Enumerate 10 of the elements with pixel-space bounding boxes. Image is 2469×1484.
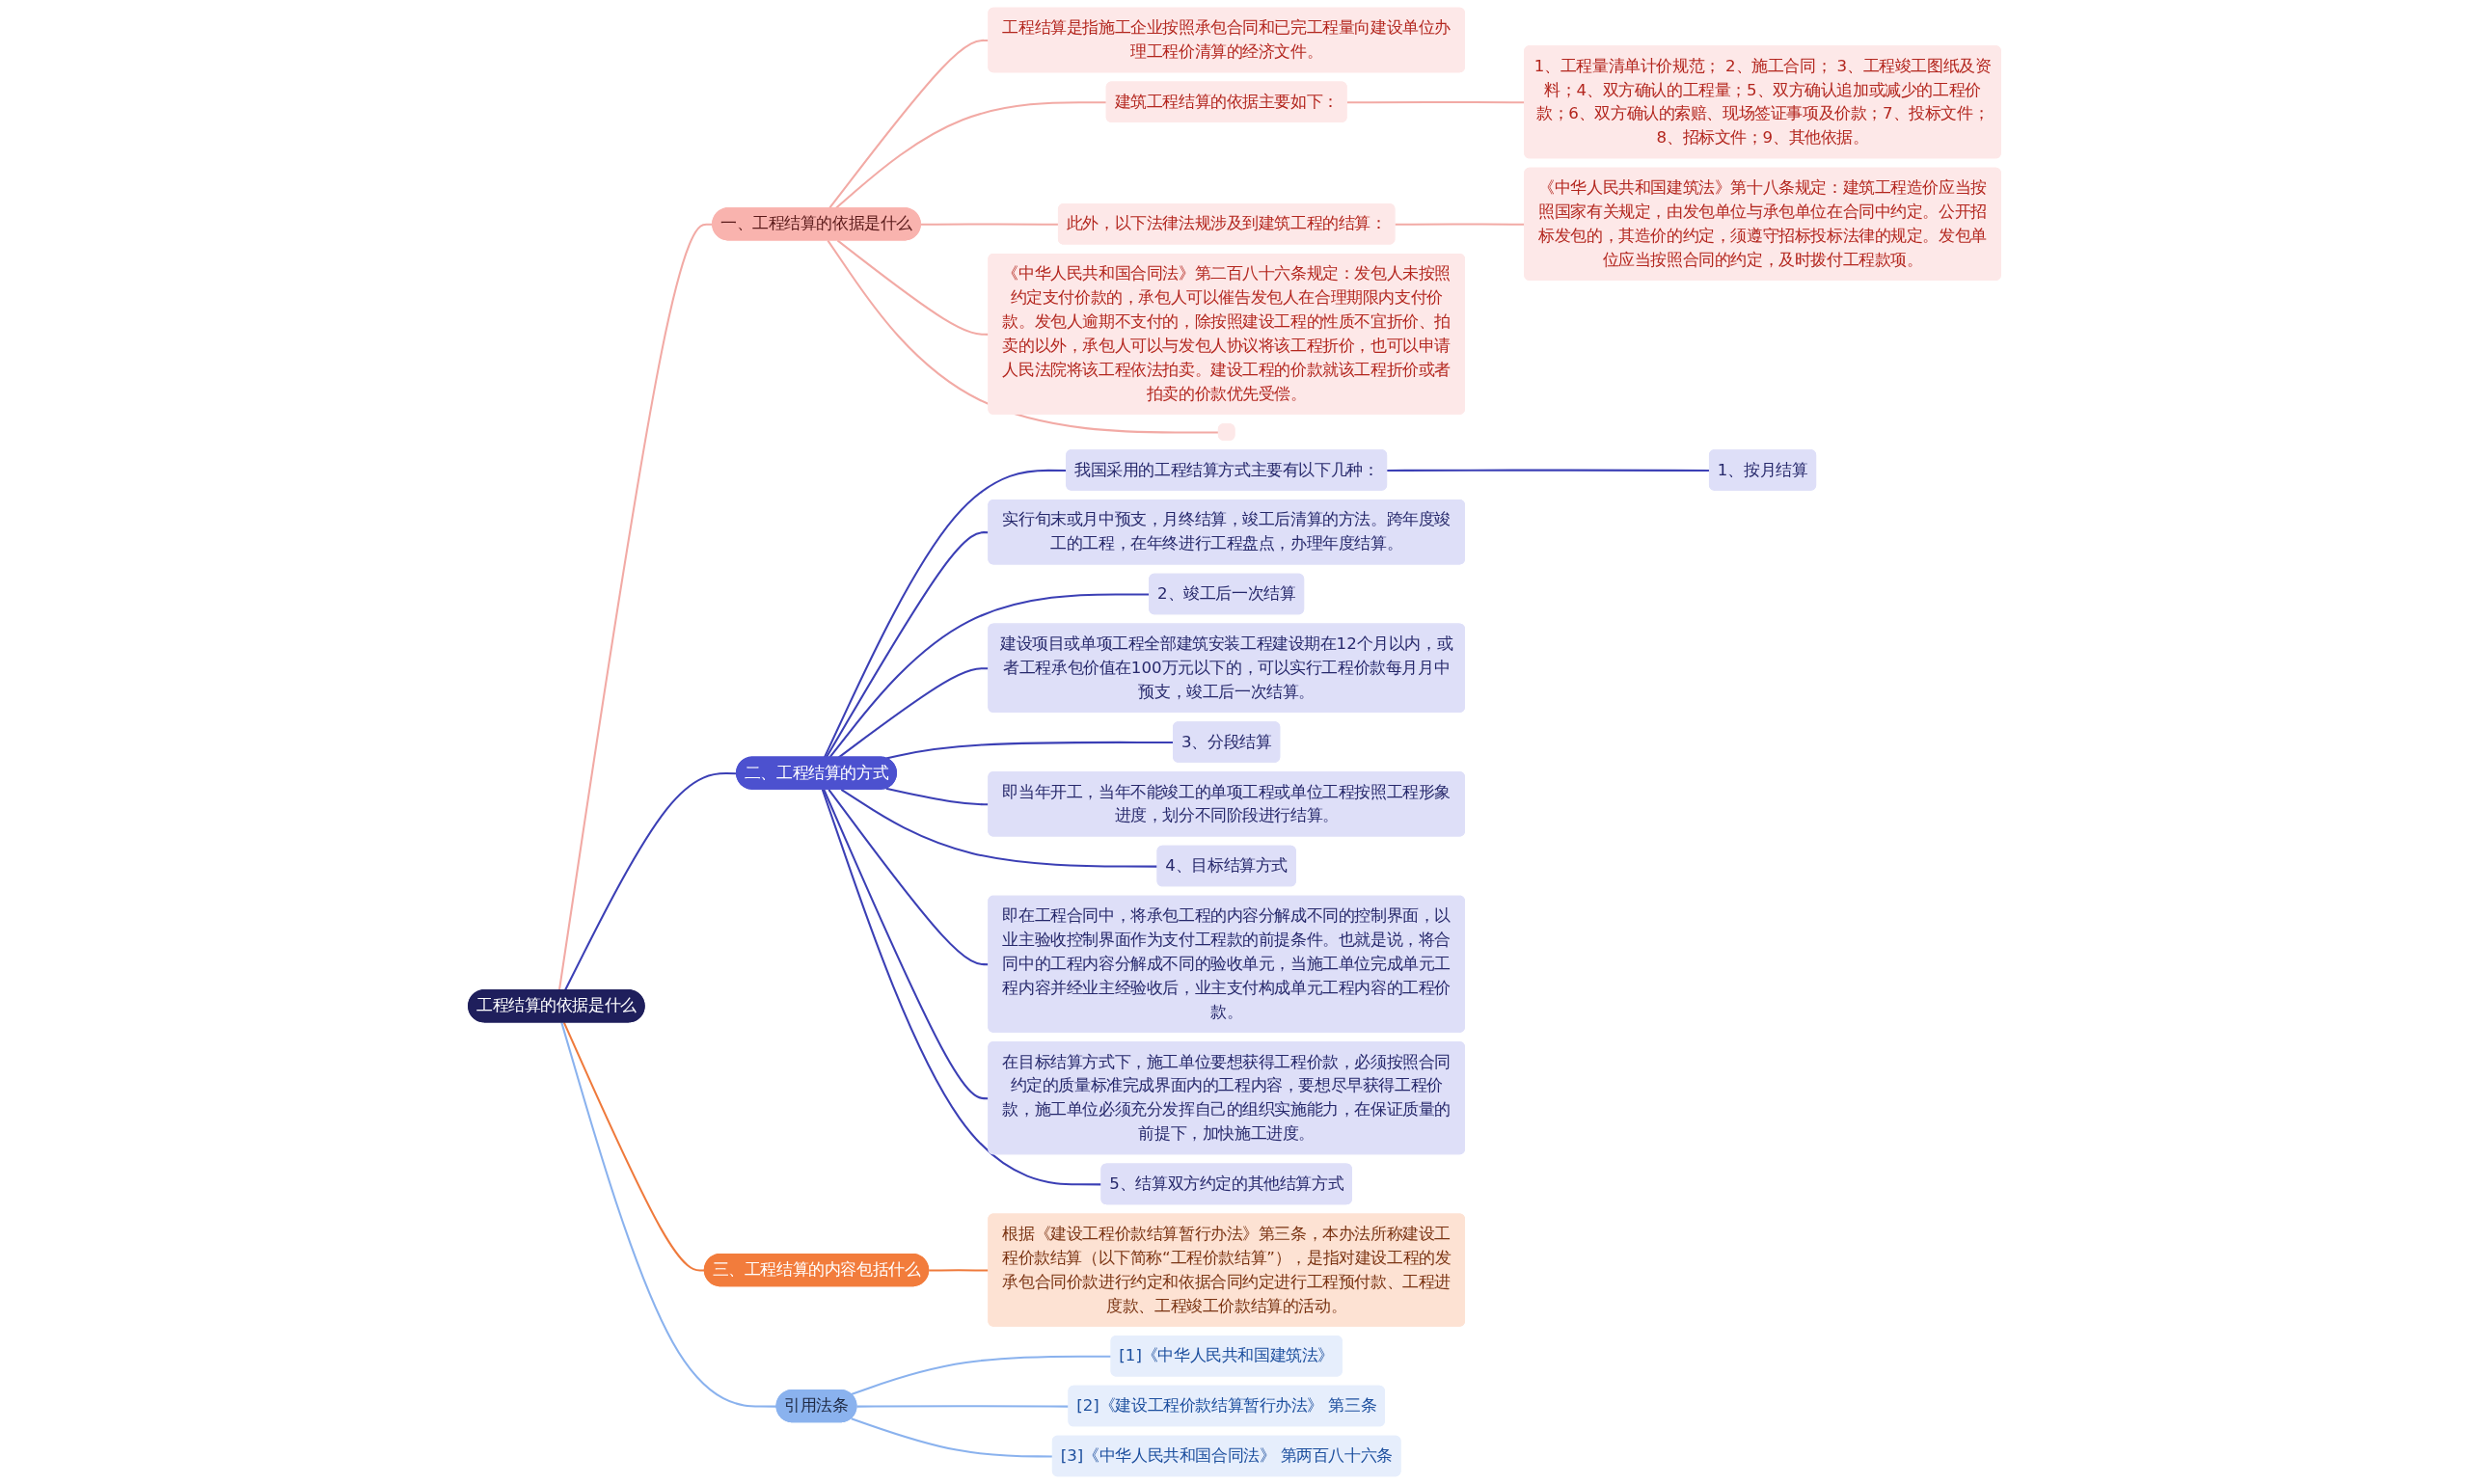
connector [834, 101, 1107, 209]
connector [560, 1022, 777, 1408]
connector [851, 1355, 1112, 1396]
connector [920, 223, 1059, 226]
connector [851, 1417, 1053, 1458]
connector [1387, 469, 1710, 472]
connector [557, 223, 714, 991]
connector [562, 1022, 705, 1272]
connector [827, 239, 1219, 434]
connector [840, 788, 1158, 868]
